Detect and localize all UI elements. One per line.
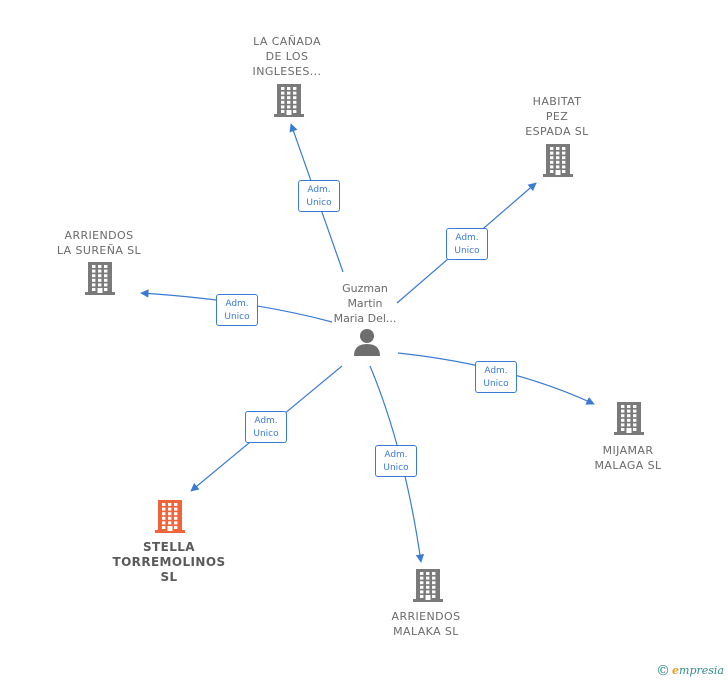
role-badge-stella[interactable]: Adm. Unico: [245, 411, 287, 443]
role-badge-la-canada[interactable]: Adm. Unico: [298, 180, 340, 212]
building-icon-arriendos-surena[interactable]: [84, 260, 116, 300]
company-name-habitat[interactable]: HABITAT PEZ ESPADA SL: [525, 95, 589, 138]
copyright-symbol: ©: [656, 663, 671, 679]
building-icon-mijamar[interactable]: [613, 400, 645, 440]
copyright-brand: ©empresia: [656, 663, 724, 679]
company-name-stella[interactable]: STELLA TORREMOLINOS SL: [112, 540, 226, 584]
building-icon-stella[interactable]: [154, 498, 186, 538]
building-icon-arriendos-malaka[interactable]: [412, 567, 444, 607]
company-name-arriendos-surena[interactable]: ARRIENDOS LA SUREÑA SL: [56, 229, 142, 257]
person-icon[interactable]: [352, 327, 382, 361]
building-icon-habitat[interactable]: [542, 142, 574, 182]
brand-initial: e: [672, 664, 680, 677]
building-icon-la-canada[interactable]: [273, 82, 305, 122]
company-name-arriendos-malaka[interactable]: ARRIENDOS MALAKA SL: [391, 610, 461, 638]
role-badge-arriendos-malaka[interactable]: Adm. Unico: [375, 445, 417, 477]
person-name[interactable]: Guzman Martin Maria Del...: [333, 282, 397, 325]
role-badge-mijamar[interactable]: Adm. Unico: [475, 361, 517, 393]
company-name-la-canada[interactable]: LA CAÑADA DE LOS INGLESES...: [252, 35, 322, 78]
role-badge-habitat[interactable]: Adm. Unico: [446, 228, 488, 260]
brand-name: mpresia: [679, 664, 724, 677]
company-name-mijamar[interactable]: MIJAMAR MALAGA SL: [594, 444, 662, 472]
role-badge-arriendos-surena[interactable]: Adm. Unico: [216, 294, 258, 326]
